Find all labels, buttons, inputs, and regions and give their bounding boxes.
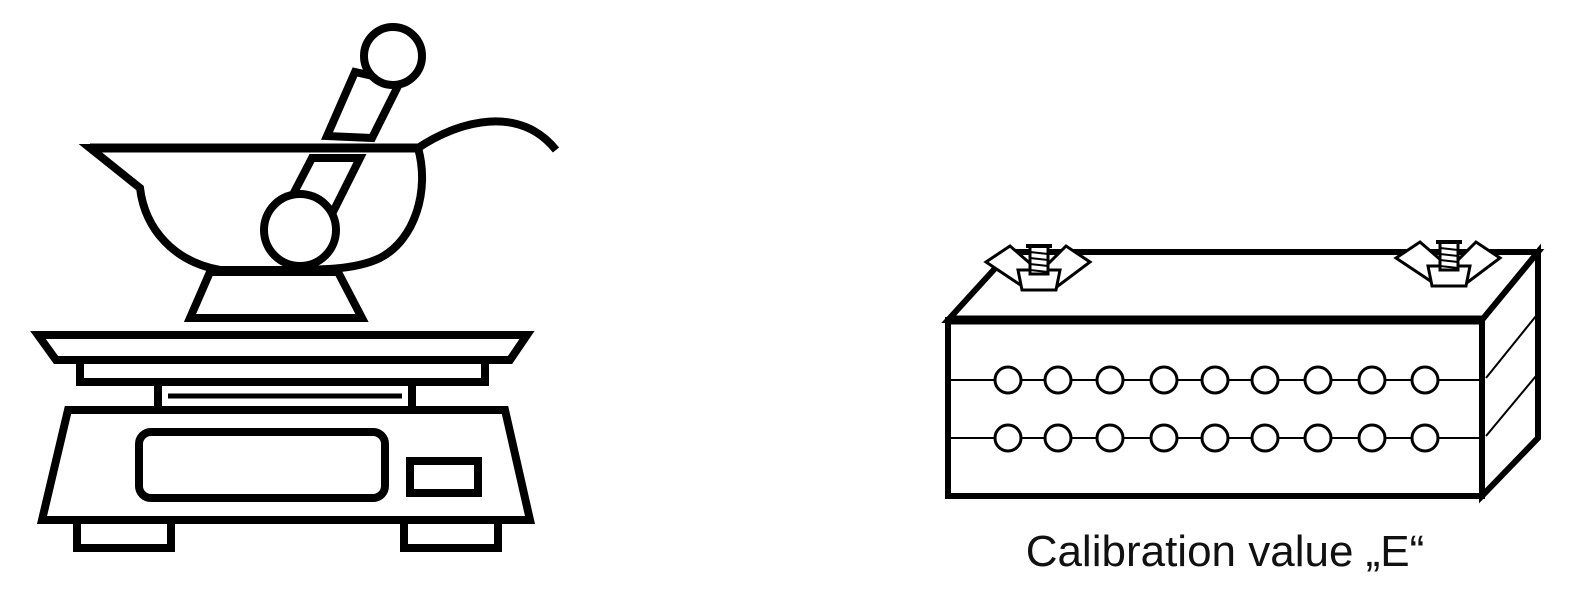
block-front-face: [945, 317, 1485, 499]
scale-with-mortar-icon: [30, 23, 560, 552]
hole: [1250, 423, 1280, 453]
scale-display: [135, 428, 389, 502]
calibration-block-icon: [941, 240, 1545, 504]
scale-foot-right: [400, 516, 502, 552]
scale-plate: [30, 331, 535, 364]
hole-row-2: [993, 423, 1440, 453]
hole: [1357, 423, 1387, 453]
pestle-head: [260, 190, 340, 270]
hole: [1410, 423, 1440, 453]
scale-button: [406, 457, 482, 497]
hole: [993, 365, 1023, 395]
digital-scale-icon: [30, 331, 536, 552]
mortar-curl: [415, 117, 560, 153]
hole: [1149, 423, 1179, 453]
hole: [1095, 365, 1125, 395]
hole: [1149, 365, 1179, 395]
mortar-stand: [183, 268, 369, 322]
hole-row-1: [993, 365, 1440, 395]
wing-nut-left-icon: [983, 244, 1093, 292]
calibration-caption: Calibration value „E“: [1025, 527, 1425, 576]
hole: [1357, 365, 1387, 395]
hole: [1200, 423, 1230, 453]
hole: [1043, 423, 1073, 453]
hole: [1043, 365, 1073, 395]
hole: [993, 423, 1023, 453]
hole: [1200, 365, 1230, 395]
wing-nut-right-icon: [1393, 240, 1503, 288]
hole: [1250, 365, 1280, 395]
scale-foot-left: [73, 516, 175, 552]
pestle-knob: [360, 23, 426, 89]
hole: [1095, 423, 1125, 453]
hole: [1303, 423, 1333, 453]
mortar-bowl: [78, 144, 427, 274]
hole: [1303, 365, 1333, 395]
hole: [1410, 365, 1440, 395]
